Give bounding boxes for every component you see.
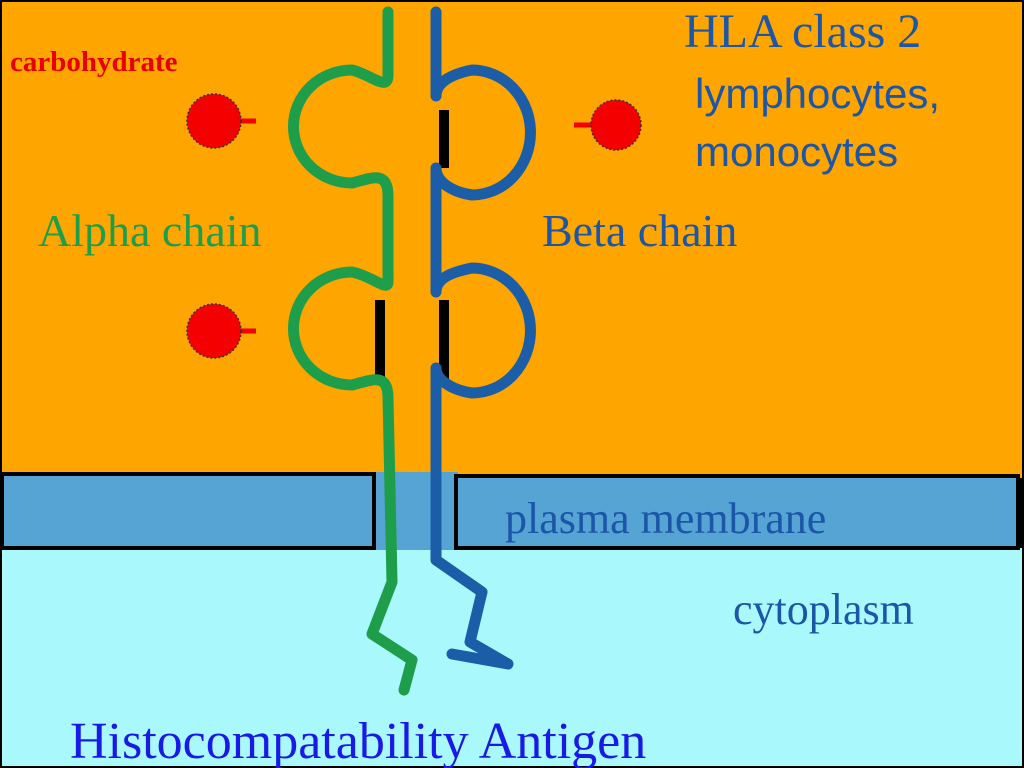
carbohydrate-icon [186,303,242,359]
plasma-membrane-label: plasma membrane [505,494,827,543]
plasma-membrane-left [0,472,376,550]
carbohydrate-label: carbohydrate [10,46,178,78]
beta-chain [430,6,536,670]
alpha-chain-label: Alpha chain [38,205,262,256]
beta-chain-label: Beta chain [542,205,738,256]
cytoplasm-region [2,548,1022,766]
hla-class-label: HLA class 2 [684,5,922,58]
carbohydrate-icon [590,99,642,151]
cytoplasm-label: cytoplasm [733,585,914,634]
cell-type-label-lymphocytes: lymphocytes, [695,70,941,117]
carbohydrate-icon [186,93,242,149]
alpha-chain [288,6,418,696]
plasma-membrane-right [454,474,1020,550]
diagram-title: Histocompatability Antigen [70,713,647,768]
cell-type-label-monocytes: monocytes [695,128,899,175]
